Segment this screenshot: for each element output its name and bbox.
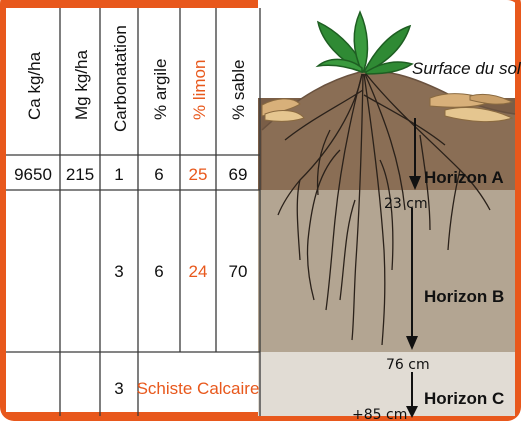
cell-limon-a: 25 [189, 165, 208, 184]
table-row-horizon-c: 3 Schiste Calcaire [114, 379, 259, 398]
header-limon: % limon [190, 60, 209, 120]
cell-schiste-calcaire: Schiste Calcaire [137, 379, 260, 398]
cell-sable-b: 70 [229, 262, 248, 281]
depth-23-label: 23 cm [384, 196, 428, 212]
surface-label: Surface du sol [412, 59, 521, 78]
cell-mg-a: 215 [66, 165, 94, 184]
header-ca: Ca kg/ha [25, 51, 44, 120]
depth-76-label: 76 cm [386, 357, 430, 373]
horizon-b-label: Horizon B [424, 287, 504, 306]
cell-argile-b: 6 [154, 262, 163, 281]
horizon-a-label: Horizon A [424, 168, 504, 187]
cell-carbonatation-c: 3 [114, 379, 123, 398]
cell-limon-b: 24 [189, 262, 208, 281]
cell-carbonatation-b: 3 [114, 262, 123, 281]
header-carbonatation: Carbonatation [111, 25, 130, 132]
cell-carbonatation-a: 1 [114, 165, 123, 184]
cell-ca-a: 9650 [14, 165, 52, 184]
header-argile: % argile [151, 59, 170, 120]
horizon-b-band [258, 190, 515, 352]
depth-85-label: +85 cm [352, 407, 407, 423]
cell-argile-a: 6 [154, 165, 163, 184]
header-mg: Mg kg/ha [72, 50, 91, 120]
horizon-c-label: Horizon C [424, 389, 504, 408]
cell-sable-a: 69 [229, 165, 248, 184]
header-sable: % sable [229, 60, 248, 120]
